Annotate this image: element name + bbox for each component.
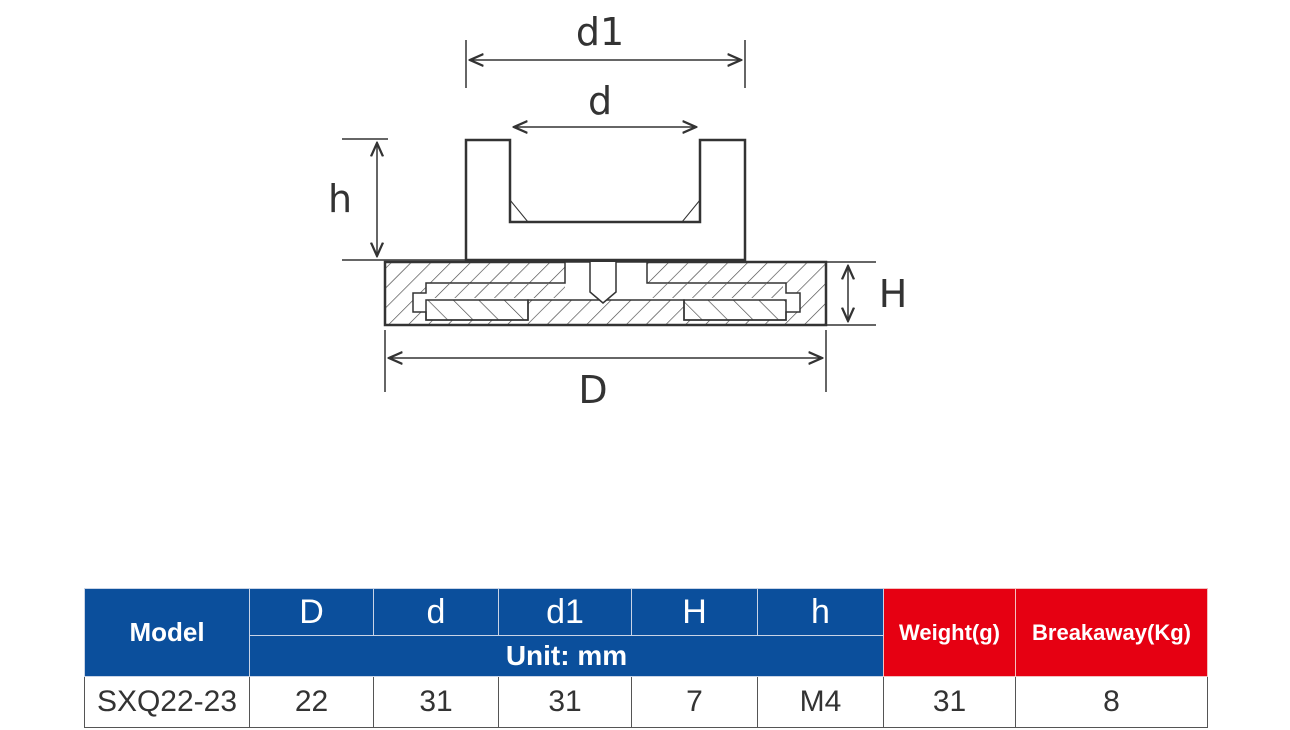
cell-d1: 31 <box>498 676 632 728</box>
header-weight: Weight(g) <box>883 588 1016 677</box>
header-d: d <box>373 588 499 636</box>
label-h: h <box>328 177 352 221</box>
header-model: Model <box>84 588 250 677</box>
dimension-lines <box>342 40 876 392</box>
label-d1: d1 <box>576 10 624 54</box>
label-H: H <box>879 272 908 316</box>
label-d: d <box>588 79 612 123</box>
header-H: H <box>631 588 758 636</box>
table-row: SXQ22-23 22 31 31 7 M4 31 8 <box>84 676 1208 728</box>
header-breakaway: Breakaway(Kg) <box>1015 588 1208 677</box>
cell-H: 7 <box>631 676 758 728</box>
header-h: h <box>757 588 884 636</box>
header-d1: d1 <box>498 588 632 636</box>
cell-h: M4 <box>757 676 884 728</box>
spec-table: Model D d d1 H h Weight(g) Breakaway(Kg)… <box>84 588 1208 728</box>
label-D: D <box>578 368 607 412</box>
header-unit: Unit: mm <box>249 635 884 677</box>
header-D: D <box>249 588 374 636</box>
cell-weight: 31 <box>883 676 1016 728</box>
cell-model: SXQ22-23 <box>84 676 250 728</box>
u-bracket <box>464 138 747 262</box>
technical-drawing: d1 d h H D <box>328 10 908 412</box>
magnet-base <box>383 260 828 327</box>
cell-D: 22 <box>249 676 374 728</box>
cell-breakaway: 8 <box>1015 676 1208 728</box>
cell-d: 31 <box>373 676 499 728</box>
